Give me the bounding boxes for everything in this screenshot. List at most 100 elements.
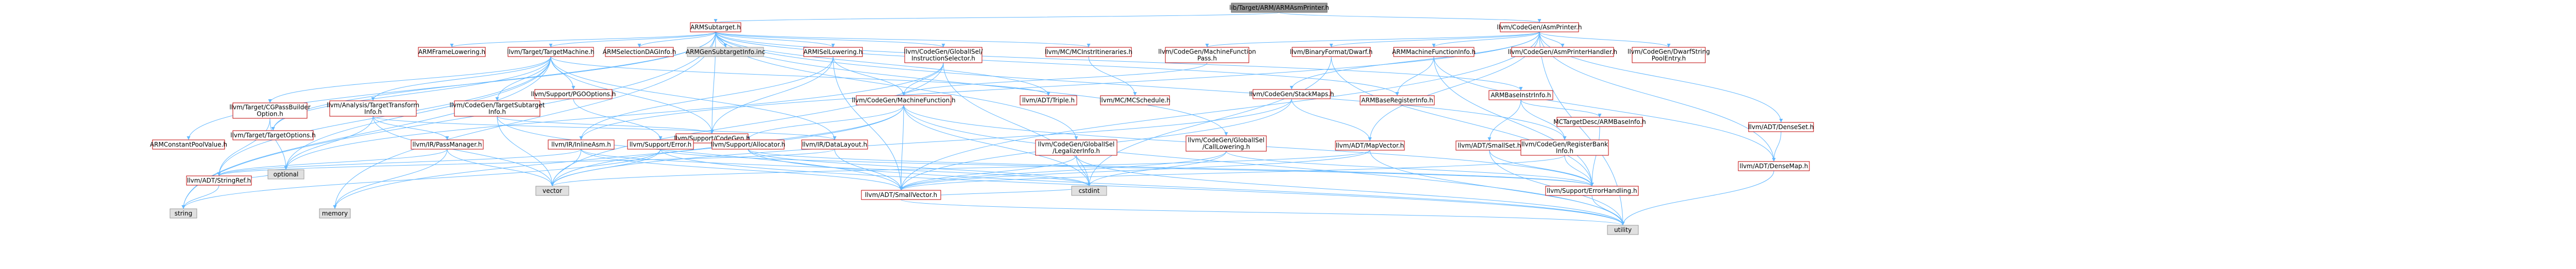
graph-node-calllow[interactable]: llvm/CodeGen/GlobalISel/CallLowering.h — [1185, 135, 1267, 152]
graph-node-stringref[interactable]: llvm/ADT/StringRef.h — [186, 175, 252, 186]
edge-allocator-to-errhand — [748, 149, 1594, 187]
node-label: lib/Target/ARM/ARMAsmPrinter.h — [1229, 4, 1329, 11]
node-label: ARMBaseRegisterInfo.h — [1361, 97, 1433, 104]
node-label: llvm/Target/CGPassBuilder — [229, 104, 310, 111]
edge-error-to-vector — [550, 149, 661, 187]
node-box — [1252, 89, 1331, 99]
edge-root-to-asmprinter — [1279, 12, 1541, 23]
edge-error-to-utility — [660, 149, 1625, 226]
node-label: ARMMachineFunctionInfo.h — [1392, 48, 1476, 56]
node-box — [535, 186, 569, 196]
graph-node-denseset[interactable]: llvm/ADT/DenseSet.h — [1748, 122, 1814, 132]
edge-tgtmach-to-codegen — [550, 56, 714, 134]
graph-node-tgtopts[interactable]: llvm/Target/TargetOptions.h — [230, 130, 316, 140]
node-box — [904, 47, 982, 63]
graph-node-optional: optional — [267, 169, 304, 180]
graph-node-pgo[interactable]: llvm/Support/PGOOptions.h — [531, 89, 616, 99]
edge-armsub-to-regbank — [715, 31, 1567, 140]
edge-armsub-to-framelow — [450, 31, 716, 48]
graph-node-triple[interactable]: llvm/ADT/Triple.h — [1020, 95, 1077, 105]
node-box — [267, 169, 304, 180]
node-label: llvm/IR/InlineAsm.h — [551, 141, 611, 148]
edge-tsi-to-codegen — [497, 116, 714, 134]
graph-node-mf[interactable]: llvm/CodeGen/MachineFunction.h — [852, 95, 956, 105]
edge-root-to-armsub — [714, 12, 1280, 23]
edge-cgpass-to-optional — [269, 118, 288, 170]
edge-regbank-to-smallvec — [899, 155, 1565, 191]
graph-node-smallset[interactable]: llvm/ADT/SmallSet.h — [1455, 140, 1523, 151]
edge-datalayout-to-smallvec — [834, 149, 903, 191]
graph-node-armmfi[interactable]: ARMMachineFunctionInfo.h — [1392, 47, 1476, 57]
edge-tgtmach-to-datalayout — [550, 56, 837, 140]
graph-node-isellow[interactable]: ARMISelLowering.h — [803, 47, 863, 57]
edge-bindwarf-to-errhand — [1331, 56, 1594, 187]
node-label: ARMFrameLowering.h — [418, 48, 485, 56]
node-label: ARMGenSubtargetInfo.inc — [686, 48, 765, 56]
graph-node-error[interactable]: llvm/Support/Error.h — [627, 139, 694, 150]
node-box — [690, 22, 741, 32]
node-label: string — [175, 210, 192, 217]
node-box — [1393, 47, 1475, 57]
graph-node-mctgtdesc[interactable]: MCTargetDesc/ARMBaseInfo.h — [1553, 117, 1646, 127]
edge-gisel-to-mf — [902, 62, 944, 96]
graph-node-errhand[interactable]: llvm/Support/ErrorHandling.h — [1545, 186, 1639, 196]
graph-node-tgtmach[interactable]: llvm/Target/TargetMachine.h — [507, 47, 595, 57]
graph-node-smallvec[interactable]: llvm/ADT/SmallVector.h — [861, 190, 941, 200]
graph-node-asmhandler[interactable]: llvm/CodeGen/AsmPrinterHandler.h — [1508, 47, 1617, 57]
edge-armsub-to-gisel — [715, 31, 945, 48]
graph-node-mcsched[interactable]: llvm/MC/MCSchedule.h — [1099, 95, 1171, 105]
graph-node-armsub[interactable]: ARMSubtarget.h — [690, 22, 741, 32]
graph-node-gisel[interactable]: llvm/CodeGen/GlobalISel/InstructionSelec… — [904, 47, 984, 63]
graph-node-legalinfo[interactable]: llvm/CodeGen/GlobalISel/LegalizerInfo.h — [1035, 139, 1117, 156]
edge-allocator-to-utility — [748, 149, 1625, 226]
graph-node-mcinst[interactable]: llvm/MC/MCInstrItineraries.h — [1045, 47, 1132, 57]
node-label: llvm/Support/ErrorHandling.h — [1547, 187, 1637, 194]
graph-node-allocator[interactable]: llvm/Support/Allocator.h — [711, 139, 785, 150]
node-box — [1748, 122, 1814, 132]
node-label: Info.h — [488, 109, 506, 116]
node-box — [1511, 47, 1614, 57]
edge-isellow-to-mf — [833, 56, 906, 96]
graph-node-framelow[interactable]: ARMFrameLowering.h — [418, 47, 486, 57]
node-box — [1488, 90, 1553, 100]
graph-node-basereg[interactable]: ARMBaseRegisterInfo.h — [1360, 95, 1435, 105]
edge-legalinfo-to-utility — [1076, 155, 1625, 226]
node-label: optional — [274, 171, 299, 178]
edge-bindwarf-to-cstdint — [1087, 56, 1332, 187]
graph-node-asmprinter[interactable]: llvm/CodeGen/AsmPrinter.h — [1497, 22, 1582, 32]
node-box — [329, 100, 417, 117]
graph-node-subinfo: ARMGenSubtargetInfo.inc — [686, 47, 765, 57]
edge-error-to-errhand — [660, 149, 1594, 187]
node-label: llvm/Support/PGOOptions.h — [531, 91, 616, 98]
node-box — [1545, 186, 1639, 196]
graph-node-stackmaps[interactable]: llvm/CodeGen/StackMaps.h — [1249, 89, 1334, 99]
node-box — [507, 47, 594, 57]
node-box — [1020, 95, 1077, 105]
graph-node-densemap[interactable]: llvm/ADT/DenseMap.h — [1738, 161, 1810, 171]
graph-node-inlineasm[interactable]: llvm/IR/InlineAsm.h — [548, 139, 615, 150]
edge-tsi-to-vector — [497, 116, 554, 187]
graph-node-datalayout[interactable]: llvm/IR/DataLayout.h — [801, 139, 868, 150]
graph-node-seldag[interactable]: ARMSelectionDAGInfo.h — [603, 47, 676, 57]
graph-node-bindwarf[interactable]: llvm/BinaryFormat/Dwarf.h — [1290, 47, 1373, 57]
node-label: utility — [1614, 226, 1632, 234]
node-label: llvm/CodeGen/DwarfString — [1628, 48, 1710, 56]
node-box — [1360, 95, 1435, 105]
graph-node-cstdint: cstdint — [1071, 186, 1107, 196]
edge-asmprinter-to-denseset — [1539, 31, 1783, 123]
graph-node-cpv[interactable]: ARMConstantPoolValue.h — [150, 139, 227, 150]
edge-armsub-to-seldag — [637, 31, 716, 48]
edge-armsub-to-baseinstr — [715, 31, 1523, 91]
graph-node-passmgr[interactable]: llvm/IR/PassManager.h — [411, 139, 484, 150]
edge-tti-to-passmgr — [372, 116, 449, 140]
graph-node-mapvector[interactable]: llvm/ADT/MapVector.h — [1335, 140, 1405, 151]
edge-passmgr-to-stringref — [217, 149, 448, 176]
node-box — [454, 100, 540, 117]
graph-node-baseinstr[interactable]: ARMBaseInstrInfo.h — [1488, 90, 1553, 100]
